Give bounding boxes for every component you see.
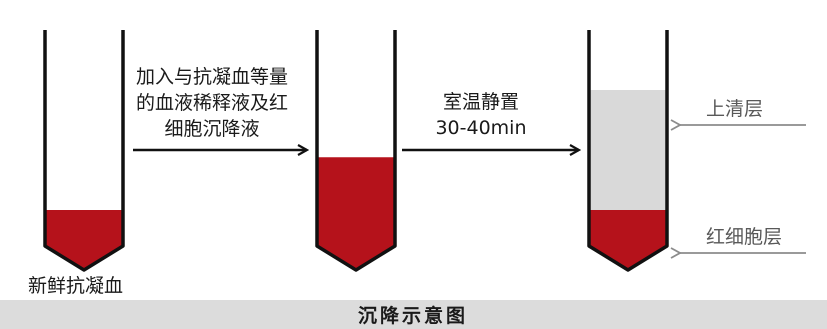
caption-bar: 沉降示意图 bbox=[0, 300, 827, 329]
step-settle-line-2: 30-40min bbox=[435, 117, 526, 139]
caption-background bbox=[0, 300, 827, 329]
caption-title: 沉降示意图 bbox=[358, 304, 468, 327]
tube-settled-rbc bbox=[589, 210, 667, 270]
tube-settled-outline bbox=[587, 30, 669, 272]
tube-mixed bbox=[315, 30, 397, 272]
step-add-line-2: 的血液稀释液及红 bbox=[136, 92, 288, 114]
tube-mixed-blood bbox=[317, 157, 395, 270]
step-add-line-3: 细胞沉降液 bbox=[164, 118, 259, 140]
tube-settled-supernatant bbox=[589, 90, 667, 210]
tube-mixed-outline bbox=[315, 30, 397, 272]
rbc-label: 红细胞层 bbox=[706, 226, 782, 248]
tube-initial bbox=[43, 30, 125, 272]
supernatant-label: 上清层 bbox=[706, 98, 763, 120]
step-add: 加入与抗凝血等量 的血液稀释液及红 细胞沉降液 bbox=[133, 66, 307, 150]
layer-label-rbc: 红细胞层 bbox=[680, 226, 806, 253]
step-settle: 室温静置 30-40min bbox=[402, 91, 579, 150]
tube-initial-blood bbox=[45, 210, 123, 270]
tube-initial-label: 新鲜抗凝血 bbox=[28, 275, 123, 297]
tube-settled bbox=[587, 30, 669, 272]
step-settle-line-1: 室温静置 bbox=[443, 91, 519, 113]
tube-initial-outline bbox=[43, 30, 125, 272]
layer-label-supernatant: 上清层 bbox=[680, 98, 806, 125]
step-add-line-1: 加入与抗凝血等量 bbox=[136, 66, 288, 88]
